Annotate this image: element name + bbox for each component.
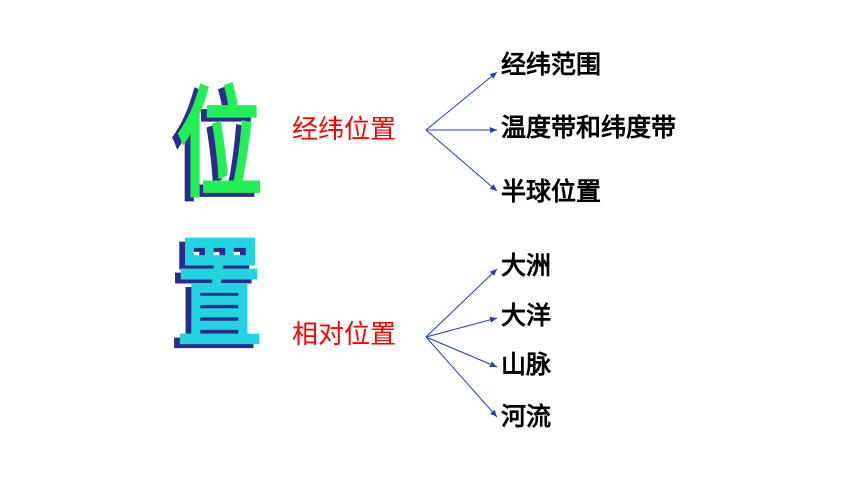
arrow-branch1-leaf3 (425, 129, 498, 192)
leaf-hemisphere-position: 半球位置 (501, 177, 602, 206)
leaf-continent: 大洲 (501, 251, 552, 280)
branch-label-relative-position: 相对位置 (292, 320, 397, 350)
title-char-top-face: 位 (176, 76, 263, 215)
leaf-river: 河流 (501, 402, 552, 431)
branch-label-latlong-position: 经纬位置 (292, 115, 397, 145)
arrow-branch2-leaf1 (425, 268, 498, 338)
arrow-branch1-leaf1 (425, 71, 498, 131)
leaf-mountain: 山脉 (501, 350, 552, 379)
leaf-latlong-range: 经纬范围 (501, 50, 602, 79)
title-char-bottom-shadow: 置 (170, 230, 257, 369)
leaf-temperature-latitude-zones: 温度带和纬度带 (501, 113, 677, 142)
arrow-branch2-leaf3 (425, 336, 498, 368)
arrow-branch2-leaf4 (425, 336, 498, 418)
title-char-top-shadow: 位 (170, 80, 257, 219)
leaf-ocean: 大洋 (501, 301, 552, 330)
title-char-bottom-face: 置 (176, 226, 263, 365)
arrow-branch2-leaf2 (425, 316, 498, 338)
